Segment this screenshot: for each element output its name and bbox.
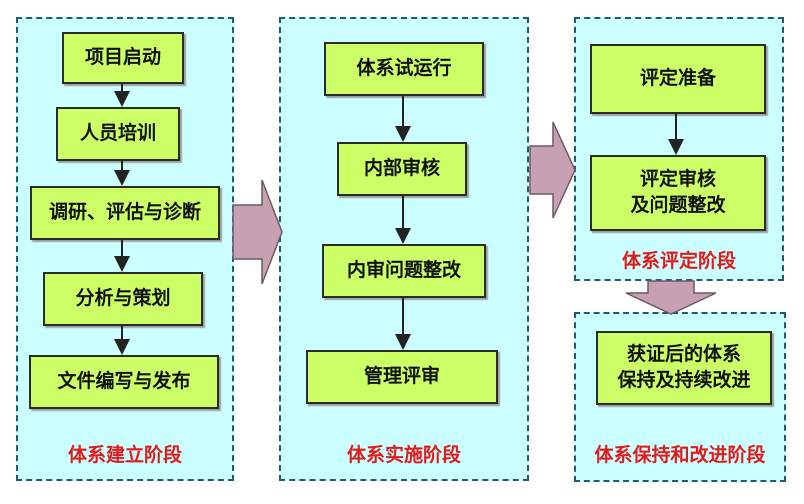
stage-establish-panel bbox=[16, 17, 234, 481]
step-post-certification-line1: 获证后的体系 bbox=[626, 343, 741, 366]
step-project-start: 项目启动 bbox=[62, 32, 184, 84]
step-research-diagnosis: 调研、评估与诊断 bbox=[30, 186, 220, 240]
step-staff-training: 人员培训 bbox=[56, 107, 180, 161]
step-internal-audit: 内部审核 bbox=[337, 142, 467, 196]
step-post-certification: 获证后的体系 保持及持续改进 bbox=[596, 331, 772, 405]
step-audit-rectification: 内审问题整改 bbox=[322, 244, 486, 298]
stage-implement-label: 体系实施阶段 bbox=[346, 444, 461, 466]
step-assessment-audit-line2: 及问题整改 bbox=[630, 194, 726, 216]
stage-establish-label: 体系建立阶段 bbox=[67, 444, 182, 466]
stage-maintain-label: 体系保持和改进阶段 bbox=[594, 444, 766, 466]
step-post-certification-line2: 保持及持续改进 bbox=[617, 369, 751, 391]
big-arrow-stage3-to-stage4 bbox=[625, 280, 717, 315]
stage-assessment-label: 体系评定阶段 bbox=[621, 250, 736, 272]
step-trial-run: 体系试运行 bbox=[324, 42, 484, 96]
step-management-review: 管理评审 bbox=[306, 350, 498, 404]
big-arrow-stage1-to-stage2 bbox=[232, 179, 283, 285]
step-document-writing: 文件编写与发布 bbox=[29, 355, 219, 409]
step-analysis-planning: 分析与策划 bbox=[43, 272, 203, 326]
step-assessment-prep: 评定准备 bbox=[590, 44, 766, 114]
step-assessment-audit: 评定审核 及问题整改 bbox=[590, 155, 766, 231]
step-assessment-audit-line1: 评定审核 bbox=[639, 168, 716, 191]
big-arrow-stage2-to-stage3 bbox=[529, 121, 576, 219]
